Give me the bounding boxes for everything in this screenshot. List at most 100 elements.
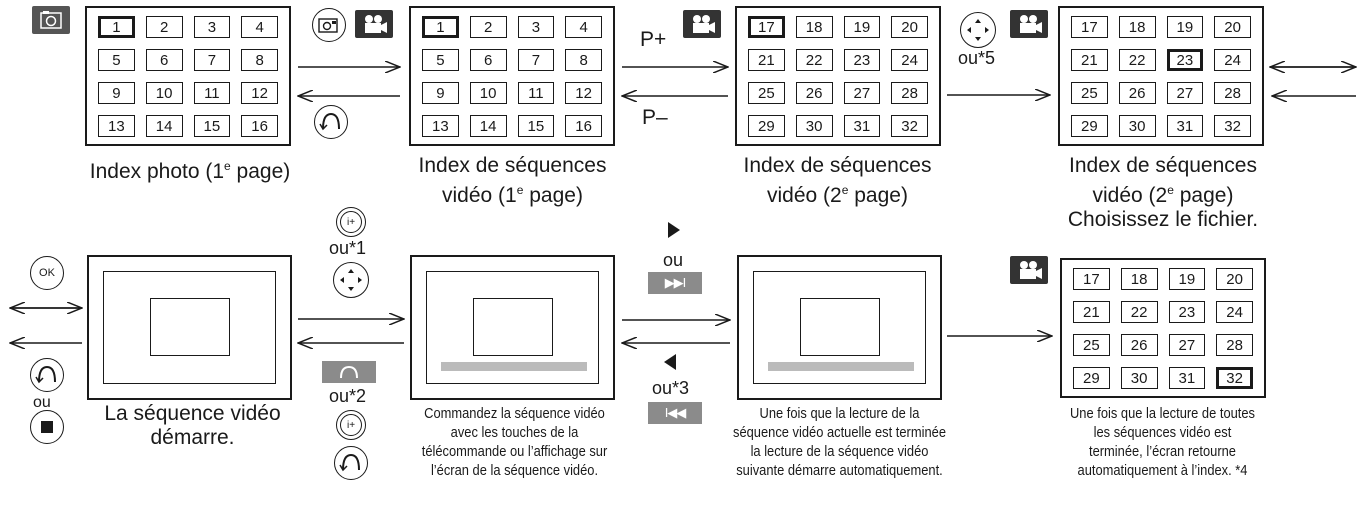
- thumbnail-cell: 4: [565, 16, 602, 38]
- thumbnail-cell: 19: [1168, 268, 1206, 290]
- thumbnail-cell: 27: [1166, 82, 1204, 104]
- thumbnail-cell: 9: [98, 82, 135, 104]
- caption-photo-index: Index photo (1e page): [89, 159, 291, 183]
- thumbnail-cell: 18: [795, 16, 833, 38]
- thumbnail-cell: 10: [145, 82, 183, 104]
- thumbnail-cell: 17: [1073, 268, 1110, 290]
- thumbnail-cell: 30: [1118, 115, 1156, 137]
- thumbnail-cell: 14: [145, 115, 183, 137]
- thumbnail-cell: 7: [517, 49, 555, 71]
- thumbnail-cell: 10: [469, 82, 507, 104]
- thumbnail-cell: 6: [469, 49, 507, 71]
- next-file-button: ▶▶I: [648, 272, 702, 294]
- thumbnail-cell: 7: [193, 49, 231, 71]
- osd-bar: [768, 362, 914, 371]
- caption-video-start: La séquence vidéo démarre.: [104, 402, 281, 449]
- thumbnail-cell: 8: [241, 49, 278, 71]
- return-button-icon: [30, 358, 64, 392]
- thumbnail-cell: 12: [565, 82, 602, 104]
- thumbnail-cell: 28: [1216, 334, 1253, 356]
- thumbnail-cell: 20: [1216, 268, 1253, 290]
- thumbnail-cell: 23: [1166, 49, 1204, 71]
- thumbnail-cell: 19: [1166, 16, 1204, 38]
- p-minus-label: P–: [642, 106, 668, 129]
- osd-bar: [441, 362, 587, 371]
- thumbnail-cell: 20: [891, 16, 928, 38]
- p-plus-label: P+: [640, 28, 667, 51]
- thumbnail-cell: 3: [517, 16, 555, 38]
- thumbnail-cell: 14: [469, 115, 507, 137]
- thumbnail-cell: 3: [193, 16, 231, 38]
- thumbnail-cell: 23: [843, 49, 881, 71]
- caption-return-index: Une fois que la lecture de toutes les sé…: [1069, 405, 1256, 479]
- play-icon: [668, 222, 680, 238]
- thumbnail-cell: 4: [241, 16, 278, 38]
- thumbnail-cell: 29: [1073, 367, 1110, 389]
- thumbnail-cell: 24: [891, 49, 928, 71]
- thumbnail-cell: 31: [1166, 115, 1204, 137]
- return-control-button: [322, 361, 376, 383]
- ou5-label: ou*5: [958, 48, 996, 68]
- thumbnail-cell: 20: [1214, 16, 1251, 38]
- return-button-icon: [334, 446, 368, 480]
- thumbnail-cell: 11: [193, 82, 231, 104]
- thumbnail-cell: 1: [98, 16, 135, 38]
- thumbnail-cell: 18: [1118, 16, 1156, 38]
- thumbnail-cell: 1: [422, 16, 459, 38]
- thumbnail-cell: 12: [241, 82, 278, 104]
- thumbnail-cell: 26: [795, 82, 833, 104]
- caption-next-video: Une fois que la lecture de la séquence v…: [733, 405, 946, 479]
- dpad-icon: [333, 262, 369, 298]
- prev-icon: [664, 354, 676, 370]
- thumbnail-cell: 8: [565, 49, 602, 71]
- thumbnail-cell: 23: [1168, 301, 1206, 323]
- thumbnail-cell: 21: [1073, 301, 1110, 323]
- thumbnail-cell: 32: [1214, 115, 1251, 137]
- ou1-label: ou*1: [329, 238, 367, 258]
- ou-label: ou: [663, 250, 684, 270]
- thumbnail-cell: 16: [565, 115, 602, 137]
- thumbnail-cell: 21: [1071, 49, 1108, 71]
- video-control-screen: [410, 255, 615, 400]
- thumbnail-cell: 11: [517, 82, 555, 104]
- next-video-screen: [737, 255, 942, 400]
- return-button-icon: [314, 105, 348, 139]
- ou3-label: ou*3: [652, 378, 690, 398]
- thumbnail-cell: 29: [748, 115, 785, 137]
- video-icon: [1010, 10, 1048, 38]
- thumbnail-cell: 31: [1168, 367, 1206, 389]
- thumbnail-cell: 6: [145, 49, 183, 71]
- thumbnail-cell: 24: [1214, 49, 1251, 71]
- thumbnail-cell: 32: [891, 115, 928, 137]
- thumbnail-cell: 16: [241, 115, 278, 137]
- photo-view-button-icon: [312, 8, 346, 42]
- thumbnail-cell: 19: [843, 16, 881, 38]
- video-playback-screen: [87, 255, 292, 400]
- thumbnail-cell: 31: [843, 115, 881, 137]
- thumbnail-cell: 21: [748, 49, 785, 71]
- photo-icon: [32, 6, 70, 34]
- thumbnail-cell: 9: [422, 82, 459, 104]
- thumbnail-cell: 30: [795, 115, 833, 137]
- info-button-icon: i+: [336, 207, 366, 237]
- thumbnail-cell: 28: [891, 82, 928, 104]
- thumbnail-cell: 24: [1216, 301, 1253, 323]
- thumbnail-cell: 29: [1071, 115, 1108, 137]
- video-icon: [683, 10, 721, 38]
- ou2-label: ou*2: [329, 386, 367, 406]
- ok-button-icon: OK: [30, 256, 64, 290]
- caption-video-index-select: Index de séquences vidéo (2e page) Chois…: [1067, 154, 1259, 231]
- video-icon: [1010, 256, 1048, 284]
- thumbnail-cell: 25: [748, 82, 785, 104]
- thumbnail-cell: 5: [98, 49, 135, 71]
- thumbnail-cell: 5: [422, 49, 459, 71]
- thumbnail-cell: 17: [1071, 16, 1108, 38]
- thumbnail-cell: 32: [1216, 367, 1253, 389]
